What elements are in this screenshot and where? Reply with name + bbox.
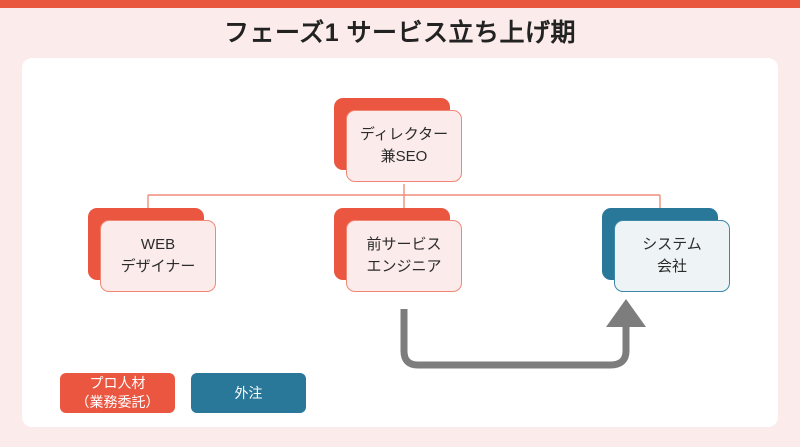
org-node-web-designer-card: WEB デザイナー: [100, 220, 216, 292]
top-accent-bar: [0, 0, 800, 8]
page-title: フェーズ1 サービス立ち上げ期: [223, 19, 577, 47]
legend-item-outsource-label: 外注: [234, 384, 263, 401]
legend: プロ人材 （業務委託） 外注: [60, 373, 306, 413]
org-node-system-company-label: システム 会社: [642, 236, 702, 275]
legend-item-pro[interactable]: プロ人材 （業務委託）: [60, 373, 175, 413]
org-node-system-company-card: システム 会社: [614, 220, 730, 292]
org-node-director-card: ディレクター 兼SEO: [346, 110, 462, 182]
legend-item-outsource[interactable]: 外注: [191, 373, 306, 413]
org-node-web-designer-label: WEB デザイナー: [120, 236, 196, 275]
legend-item-pro-label: プロ人材 （業務委託）: [75, 375, 160, 410]
org-node-service-engineer-card: 前サービス エンジニア: [346, 220, 462, 292]
org-node-service-engineer-label: 前サービス エンジニア: [366, 236, 442, 275]
org-node-director-label: ディレクター 兼SEO: [359, 126, 449, 165]
